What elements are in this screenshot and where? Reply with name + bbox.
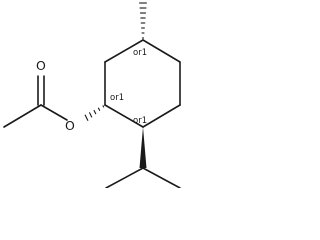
carbonyl-oxygen-label: O [36, 58, 46, 73]
ring-bond-c2-c1 [104, 39, 144, 63]
molecule-drawing: O O or1 or1 or1 [3, 2, 181, 188]
stereo-label-isopropyl-center: or1 [133, 116, 147, 126]
ester-oxygen-label: O [65, 118, 75, 133]
structure-canvas: O O or1 or1 or1 [0, 0, 182, 188]
ring-bond-c1-c6 [142, 39, 181, 63]
bond-isopropyl-left-methyl [105, 167, 144, 188]
bond-isopropyl-right-methyl [142, 167, 181, 188]
bond-ester-oxygen-carbonyl-carbon [40, 104, 68, 121]
bond-acetyl-methyl [3, 104, 42, 128]
hashed-bond-ester-oxygen [84, 105, 105, 122]
wedge-bond-isopropyl [139, 127, 147, 168]
hashed-bond-methyl [139, 2, 147, 39]
stereo-label-acetoxy-center: or1 [110, 93, 124, 103]
ring-bond-c4-c3 [104, 104, 144, 128]
ring-bond-c5-c4 [142, 104, 181, 128]
stereo-label-methyl-center: or1 [133, 48, 147, 58]
